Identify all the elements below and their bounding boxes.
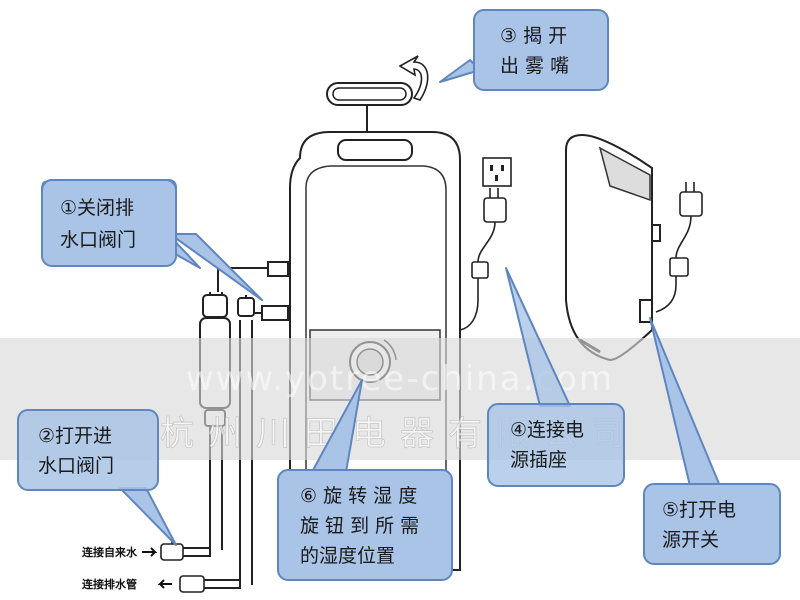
humidifier-side-view — [565, 133, 661, 362]
side-power-plug-icon — [655, 182, 703, 313]
callout-step6: ⑥ 旋 转 湿 度 旋 钮 到 所 需 的湿度位置 — [277, 379, 453, 581]
callout-step6-line3: 的湿度位置 — [300, 545, 395, 567]
callout-step6-line1: ⑥ 旋 转 湿 度 — [300, 485, 417, 507]
mist-nozzle-icon — [326, 82, 413, 132]
callout-step6-line2: 旋 钮 到 所 需 — [300, 515, 419, 537]
drain-label: 连接排水管 — [82, 577, 137, 591]
drain-fitting-icon — [179, 575, 205, 593]
callout-step5: ⑤打开电 源开关 — [643, 317, 781, 565]
callout-step1-line1: ①关闭排 — [60, 197, 134, 219]
wall-socket-icon — [482, 157, 512, 187]
callout-step4-line2: 源插座 — [510, 449, 567, 471]
power-plug-icon — [459, 188, 507, 331]
callout-step1-line2: 水口阀门 — [60, 229, 136, 251]
callout-step4: ④连接电 源插座 — [487, 267, 625, 487]
callout-step2-line2: 水口阀门 — [38, 455, 114, 477]
inlet-valve-icon — [160, 538, 184, 561]
callout-step2: ②打开进 水口阀门 — [17, 409, 177, 546]
callout-step3-line1: ③ 揭 开 — [500, 25, 567, 47]
inlet-arrow-icon — [142, 547, 158, 557]
lift-arrow-icon — [398, 55, 429, 101]
callout-step2-line1: ②打开进 — [38, 425, 112, 447]
callout-step5-line2: 源开关 — [662, 529, 719, 551]
callout-step3: ③ 揭 开 出 雾 嘴 — [439, 9, 609, 91]
callout-step3-line2: 出 雾 嘴 — [500, 55, 569, 77]
drain-arrow-icon — [157, 579, 172, 589]
callout-step1: ①关闭排 水口阀门 — [41, 179, 263, 301]
inlet-label: 连接自来水 — [82, 545, 138, 559]
callout-step5-line1: ⑤打开电 — [662, 499, 736, 521]
callout-step4-line1: ④连接电 — [510, 419, 584, 441]
